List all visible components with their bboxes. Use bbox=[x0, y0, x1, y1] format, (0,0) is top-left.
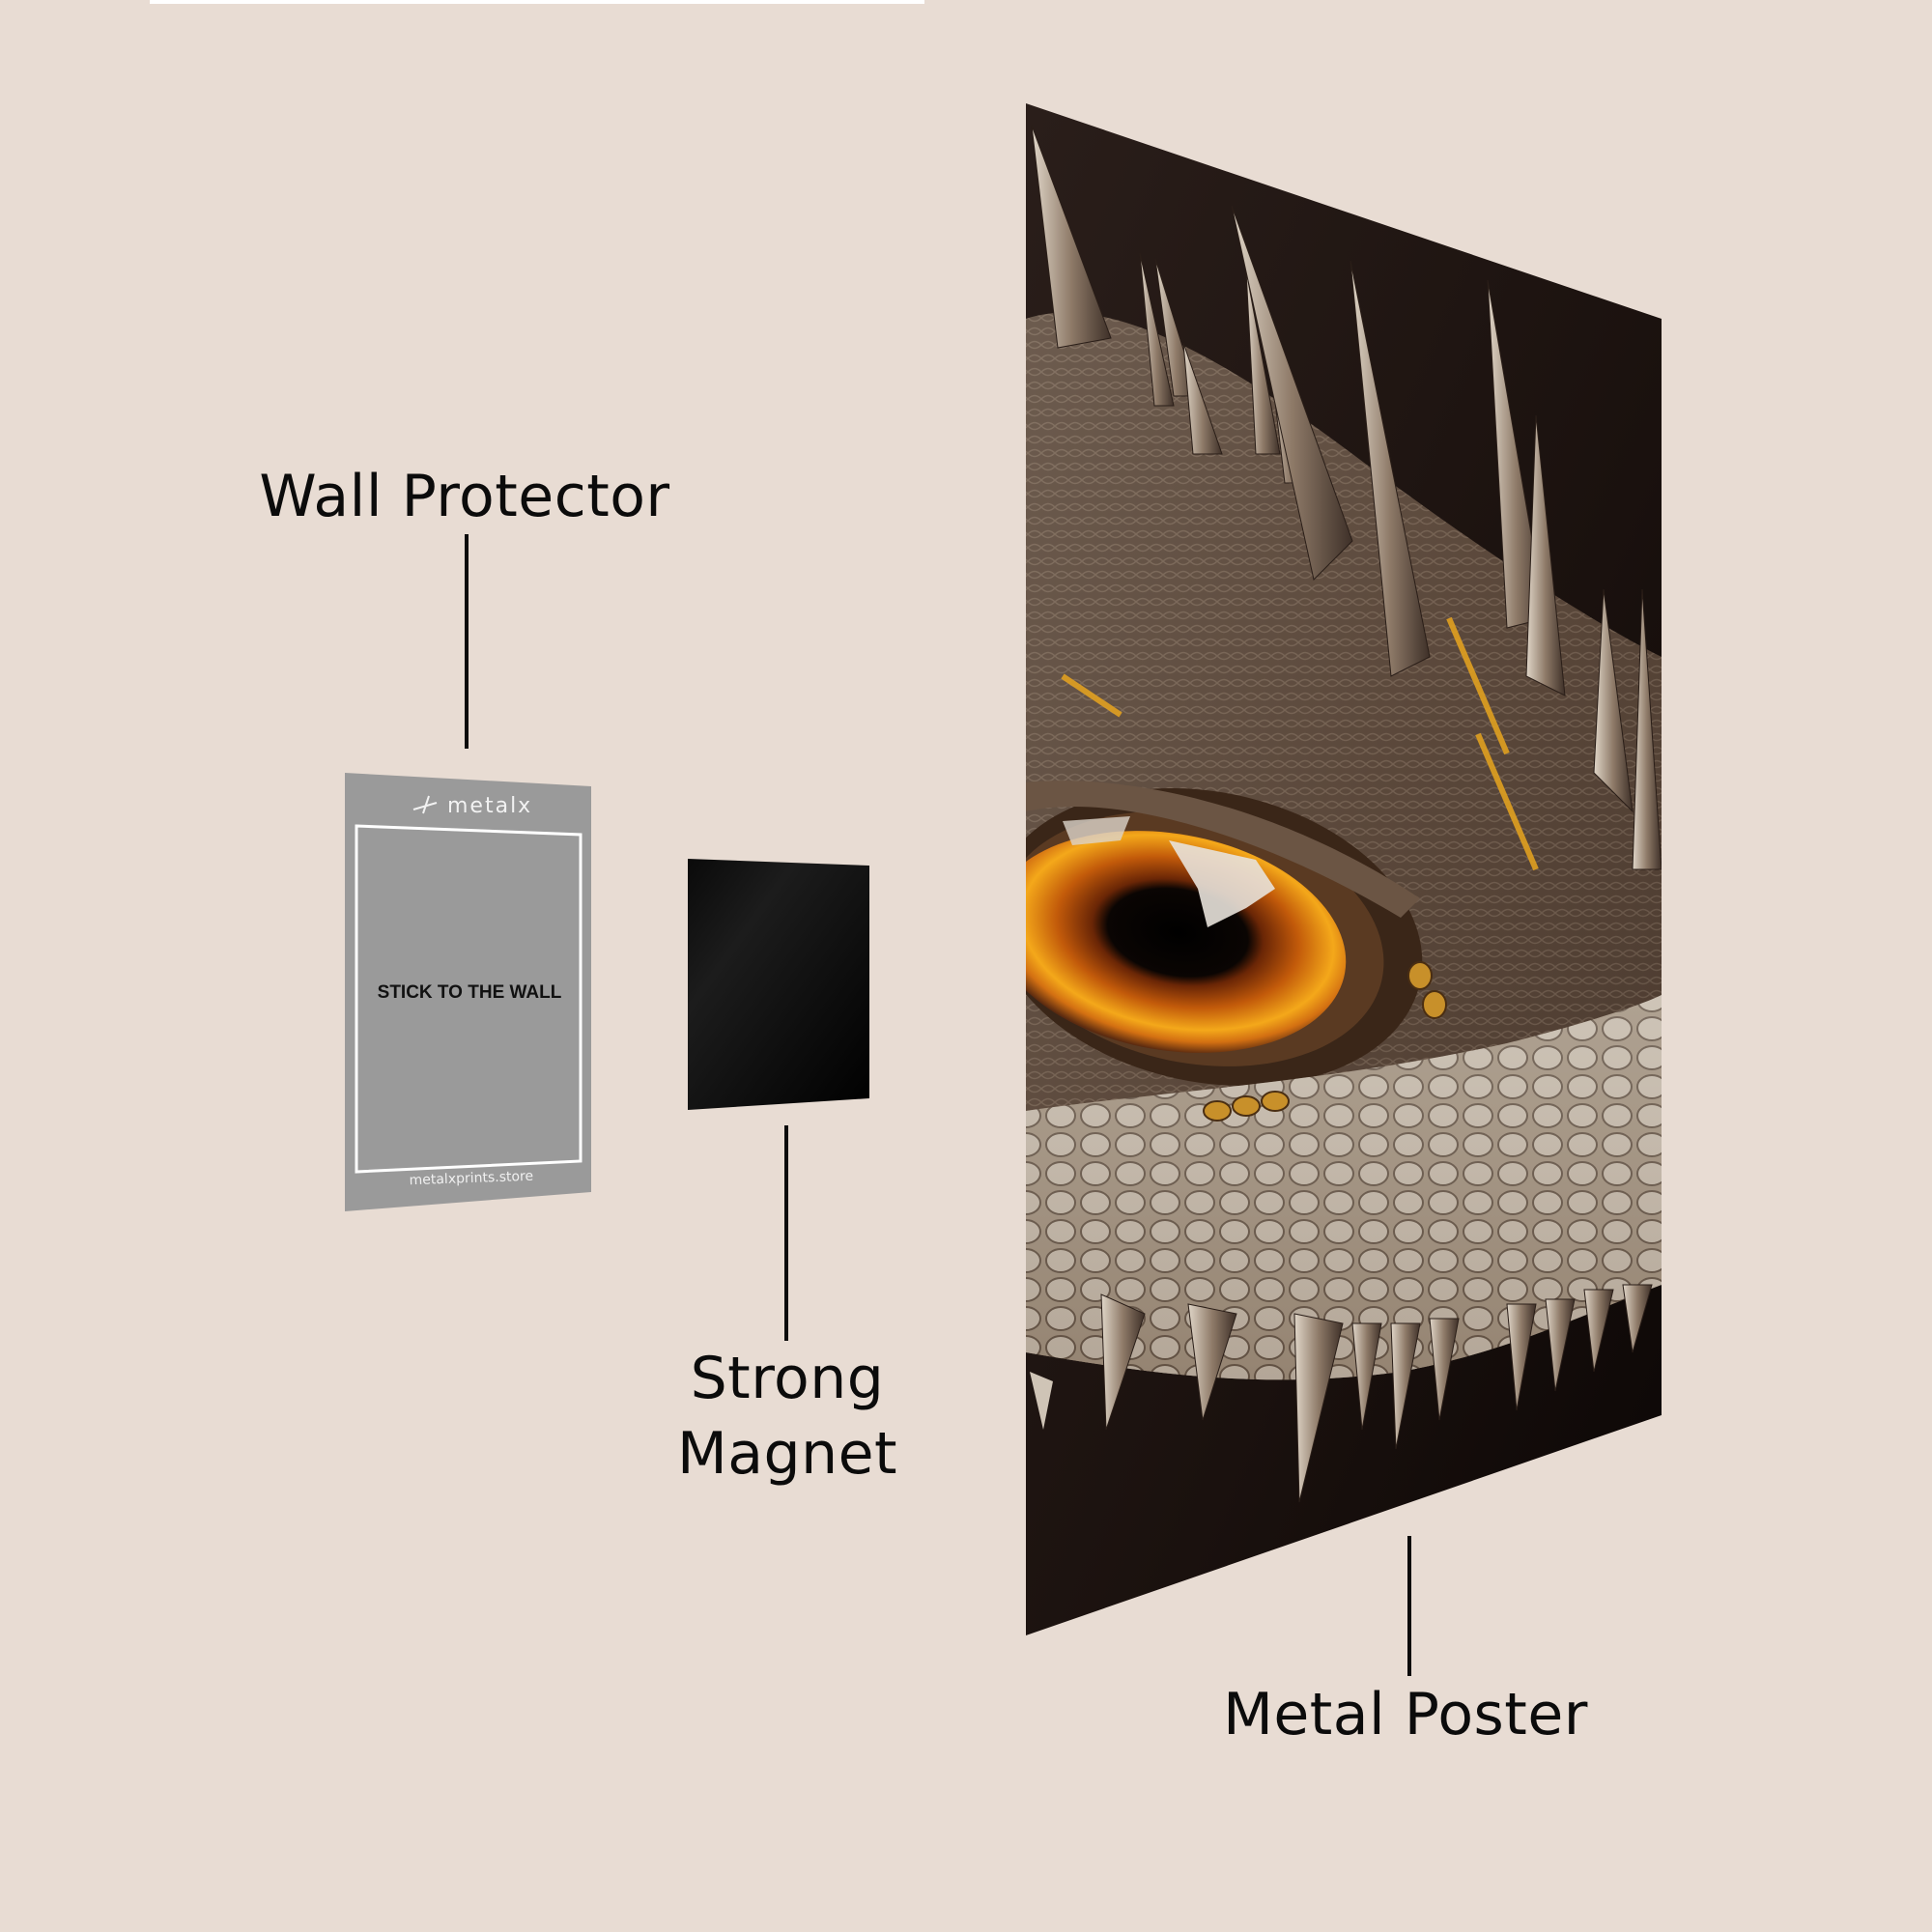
strong-magnet-label: Strong Magnet bbox=[638, 1341, 937, 1492]
wall-protector-label: Wall Protector bbox=[259, 463, 670, 530]
wall-protector-website: metalxprints.store bbox=[409, 1169, 533, 1188]
metal-poster-label: Metal Poster bbox=[1223, 1681, 1588, 1748]
wall-protector-card: metalx STICK TO THE WALL metalxprints.st… bbox=[345, 773, 591, 1211]
wall-protector-connector-line bbox=[465, 534, 469, 749]
top-edge-strip bbox=[150, 0, 924, 4]
strong-magnet-plate bbox=[688, 859, 869, 1110]
metal-poster bbox=[1026, 103, 1662, 1635]
metal-poster-connector-line bbox=[1407, 1536, 1411, 1676]
wall-protector-instruction: STICK TO THE WALL bbox=[378, 982, 562, 1003]
metalx-logo-icon bbox=[412, 795, 438, 814]
strong-magnet-connector-line bbox=[784, 1125, 788, 1341]
wall-protector-brand: metalx bbox=[447, 794, 532, 818]
wall-protector-frame bbox=[355, 824, 582, 1174]
strong-magnet-label-line1: Strong bbox=[690, 1345, 885, 1412]
wall-protector-plate bbox=[345, 773, 591, 1211]
strong-magnet-label-line2: Magnet bbox=[676, 1420, 898, 1488]
